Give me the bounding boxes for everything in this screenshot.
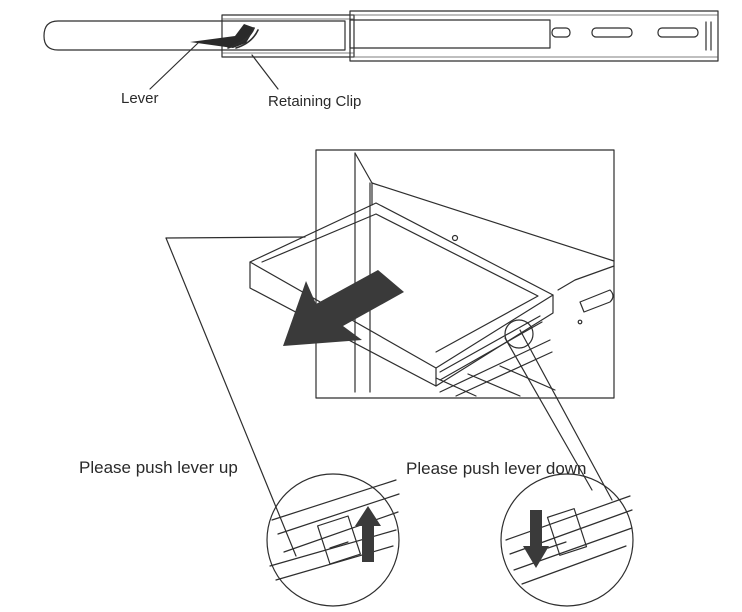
retaining-clip-label: Retaining Clip (268, 93, 361, 110)
slide-rail-figure (43, 10, 719, 90)
push-lever-down-label: Please push lever down (406, 459, 587, 478)
lever (190, 24, 255, 48)
cabinet-panel (315, 149, 615, 399)
detail-push-down (500, 473, 634, 607)
rail-slot (591, 27, 633, 38)
arrow-down-icon (523, 510, 549, 568)
cabinet-figure (249, 149, 615, 399)
inner-slide-member (43, 20, 346, 51)
push-lever-up-label: Please push lever up (79, 458, 238, 477)
cabinet-slide-member (349, 10, 719, 62)
arrow-up-icon (355, 506, 381, 562)
cabinet-handle (579, 289, 614, 313)
detail-circle (504, 319, 534, 349)
rail-slot (657, 27, 699, 38)
retaining-clip (227, 27, 259, 49)
detail-push-up (266, 473, 400, 607)
rail-slot (551, 27, 571, 38)
outer-slide-member (221, 14, 355, 58)
lever-label: Lever (121, 90, 159, 107)
pull-direction-arrow (283, 270, 404, 346)
